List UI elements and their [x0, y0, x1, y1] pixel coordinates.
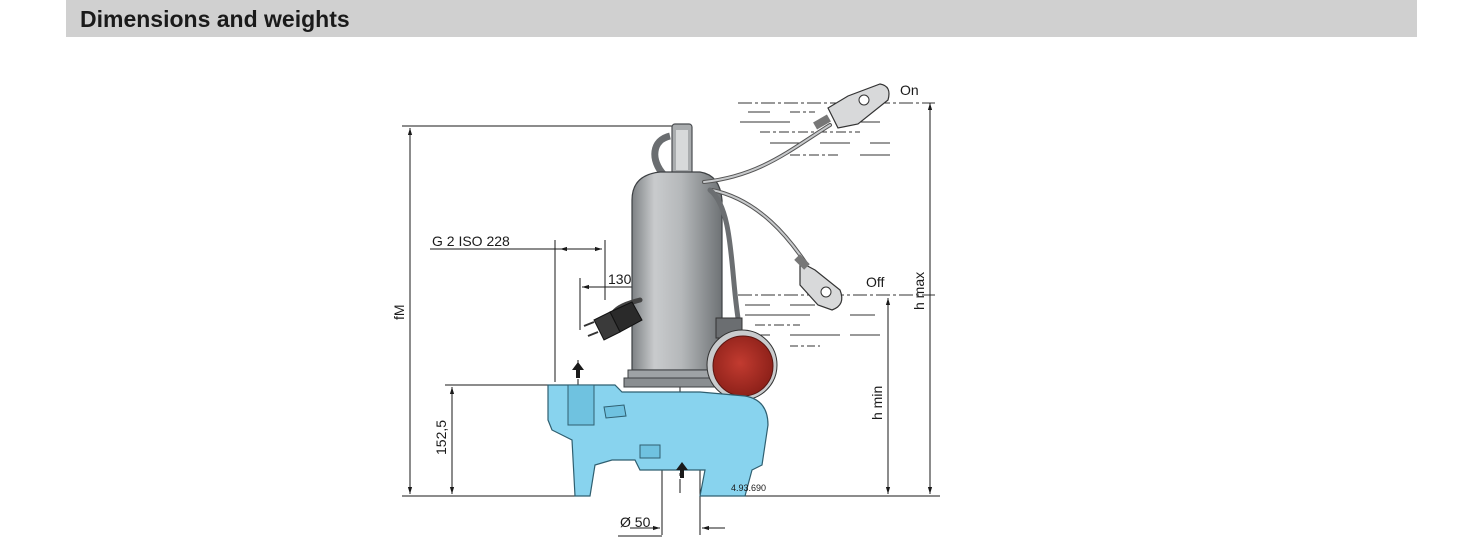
label-level-min: h min — [869, 386, 885, 420]
flow-arrows — [572, 362, 688, 478]
label-on: On — [900, 82, 919, 98]
cables — [609, 123, 832, 333]
label-inlet-diameter: Ø 50 — [620, 514, 651, 530]
section-title: Dimensions and weights — [80, 6, 350, 32]
inlet-flow-arrow — [676, 462, 688, 478]
label-off: Off — [866, 274, 885, 290]
label-height-total: fM — [391, 304, 407, 320]
power-plug — [583, 301, 643, 341]
label-inlet-height: 152,5 — [433, 420, 449, 455]
label-level-max: h max — [911, 272, 927, 310]
float-switch-on — [813, 83, 890, 130]
pump-base — [547, 384, 769, 497]
level-float — [706, 317, 778, 401]
section-header: Dimensions and weights — [66, 0, 1417, 37]
float-switch-off — [794, 254, 843, 311]
label-outlet-thread: G 2 ISO 228 — [432, 233, 510, 249]
label-drawing-code: 4.93.690 — [731, 483, 766, 493]
label-outlet-offset: 130 — [608, 271, 632, 287]
outlet-flow-arrow — [572, 362, 584, 378]
